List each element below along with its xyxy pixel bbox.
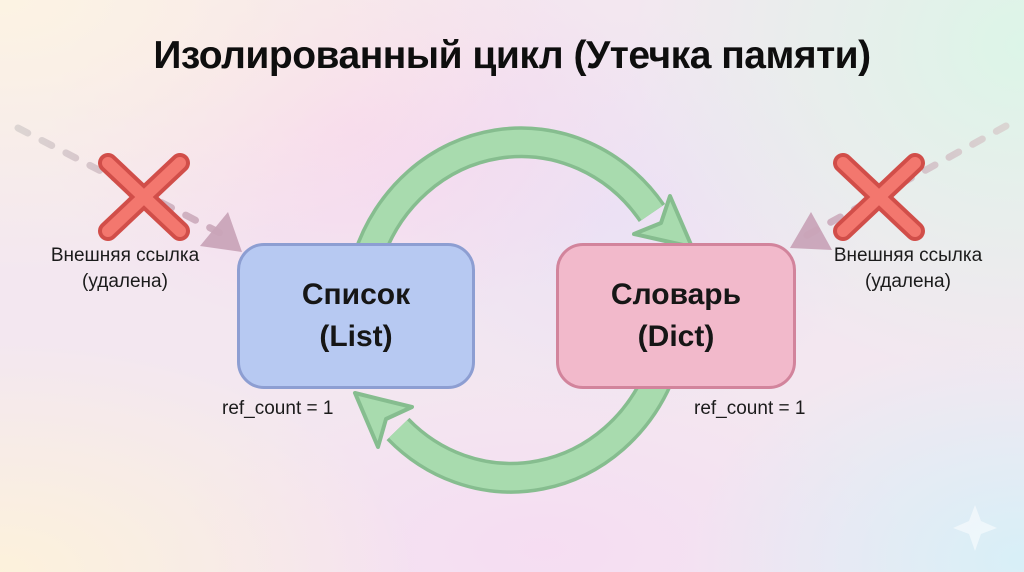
deleted-ref-arrow-right [790, 122, 1010, 250]
arrowhead-bottom-icon [353, 391, 414, 449]
red-x-left-icon [98, 153, 190, 241]
external-ref-label-left: Внешняя ссылка (удалена) [15, 243, 235, 295]
node-dict-name: Словарь [610, 278, 742, 311]
external-ref-label-left-line1: Внешняя ссылка [50, 245, 200, 266]
external-ref-label-left-line2: (удалена) [82, 271, 168, 293]
external-ref-label-right-line2: (удалена) [865, 271, 951, 293]
cycle-arrow-bottom [353, 371, 673, 494]
refcount-dict: ref_count = 1 [694, 398, 806, 419]
page-title: Изолированный цикл (Утечка памяти) [153, 34, 871, 77]
deleted-ref-arrow-left [14, 124, 242, 252]
cycle-arrow-top [352, 126, 694, 264]
dashed-arrowhead-right-icon [790, 212, 832, 250]
external-ref-label-right-line1: Внешняя ссылка [833, 245, 983, 266]
external-ref-label-right: Внешняя ссылка (удалена) [798, 243, 1018, 295]
node-list: Список (List) [237, 243, 475, 389]
dashed-arrowhead-left-icon [200, 212, 242, 252]
node-dict-alias: (Dict) [637, 320, 715, 353]
node-list-alias: (List) [319, 320, 393, 353]
refcount-list: ref_count = 1 [222, 398, 334, 419]
red-x-right-icon [833, 153, 925, 241]
node-list-name: Список [301, 278, 411, 311]
node-dict: Словарь (Dict) [556, 243, 796, 389]
arrowhead-top-icon [632, 194, 694, 249]
sparkle-icon [953, 505, 997, 551]
